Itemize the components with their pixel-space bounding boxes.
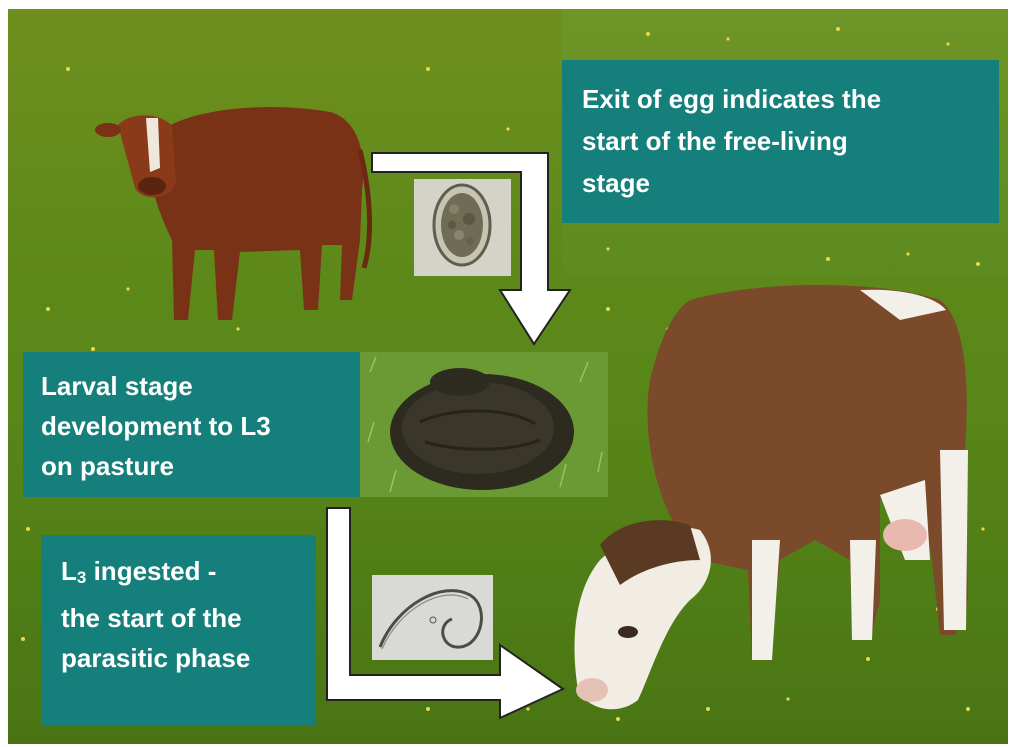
- l-subscript: 3: [77, 568, 86, 587]
- caption-ingest-line-1: L3 ingested -: [61, 551, 316, 598]
- caption-egg-line-3: stage: [582, 162, 999, 204]
- l3-larva-photo: [372, 575, 493, 660]
- caption-larval-line-1: Larval stage: [41, 366, 360, 406]
- dung-pat-photo: [360, 352, 608, 497]
- caption-l3-ingested: L3 ingested - the start of the parasitic…: [41, 535, 316, 725]
- ingested-text: ingested -: [86, 556, 216, 586]
- caption-larval-line-2: development to L3: [41, 406, 360, 446]
- caption-egg-line-2: start of the free-living: [582, 120, 999, 162]
- caption-larval-stage: Larval stage development to L3 on pastur…: [23, 352, 360, 497]
- caption-egg-exit: Exit of egg indicates the start of the f…: [562, 60, 999, 223]
- parasite-egg-photo: [414, 179, 511, 276]
- l-letter: L: [61, 556, 77, 586]
- caption-egg-line-1: Exit of egg indicates the: [582, 78, 999, 120]
- caption-larval-line-3: on pasture: [41, 446, 360, 486]
- caption-ingest-line-3: parasitic phase: [61, 638, 316, 678]
- caption-ingest-line-2: the start of the: [61, 598, 316, 638]
